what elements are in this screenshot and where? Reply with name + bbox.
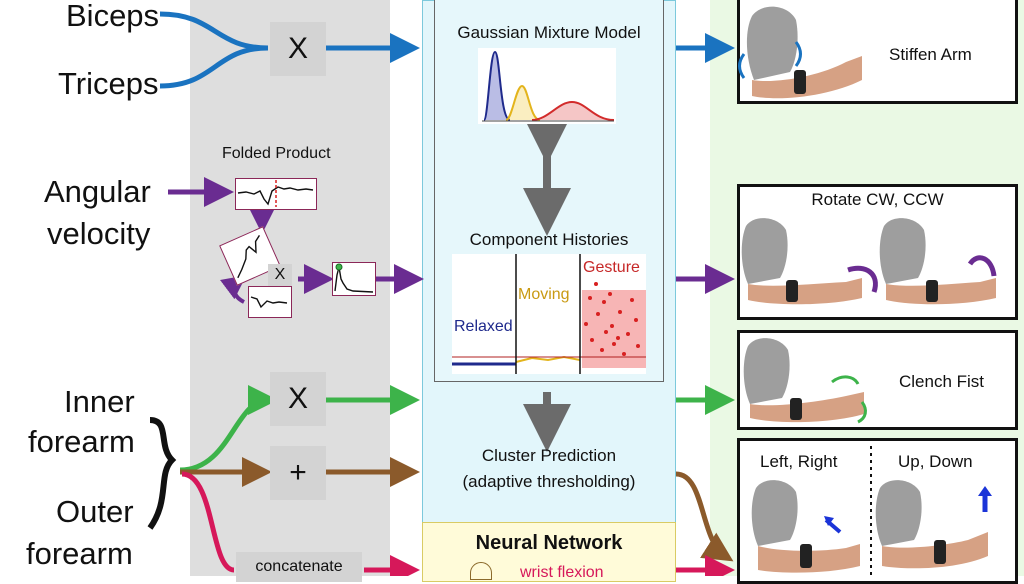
relaxed-label: Relaxed [454,318,513,335]
histories-chart [452,254,646,374]
inner-forearm-label-2: forearm [28,424,135,459]
crimson-branch [181,471,235,573]
biceps-label: Biceps [66,0,160,33]
multiply-box-emg: X [270,22,326,76]
clench-fist-label: Clench Fist [899,372,985,391]
inner-forearm-label-1: Inner [64,384,135,419]
add-box-forearm: + [270,446,326,500]
folded-waveform [237,235,261,279]
multiply-box-fold: X [268,264,292,286]
gmm-curves [482,50,615,122]
gesture-label: Gesture [583,259,640,276]
arm-rotate-cw-image [741,218,878,305]
folded-signal-plot [219,226,281,286]
biceps-line [159,11,269,51]
moving-label: Moving [518,286,570,303]
forearm-brace [147,417,177,530]
peak-waveform [334,263,374,293]
gmm-plot [478,48,616,124]
arm-up-down-image [875,480,992,569]
outer-forearm-label-1: Outer [56,494,134,529]
folded-product-label: Folded Product [222,145,331,162]
arm-rotate-ccw-image [879,218,997,305]
angvel-signal-plot [235,178,317,210]
multiply-box-forearm: X [270,372,326,426]
outer-forearm-label-2: forearm [26,536,133,571]
green-branch [179,385,278,473]
prediction-subtitle: (adaptive thresholding) [462,472,636,491]
angular-velocity-label-1: Angular [44,174,151,209]
rotate-label: Rotate CW, CCW [811,190,944,209]
gmm-title: Gaussian Mixture Model [457,23,641,42]
prediction-to-leftright [675,471,734,562]
mirrored-signal-plot [248,286,292,318]
angular-velocity-label-2: velocity [47,216,151,251]
histories-plot [452,254,646,374]
product-peak-plot [332,262,376,296]
triceps-line [159,45,269,89]
histories-title: Component Histories [469,230,629,249]
mirrored-waveform [250,296,288,309]
arm-clench-image [743,338,867,424]
arm-left-right-image [751,480,860,573]
prediction-title: Cluster Prediction [481,446,617,465]
arm-stiffen-image [738,6,862,99]
left-right-label: Left, Right [760,452,838,471]
triceps-label: Triceps [58,66,159,101]
angvel-waveform [237,180,314,207]
stiffen-arm-label: Stiffen Arm [889,45,972,64]
up-down-label: Up, Down [898,452,973,471]
nn-title: Neural Network [475,532,623,554]
